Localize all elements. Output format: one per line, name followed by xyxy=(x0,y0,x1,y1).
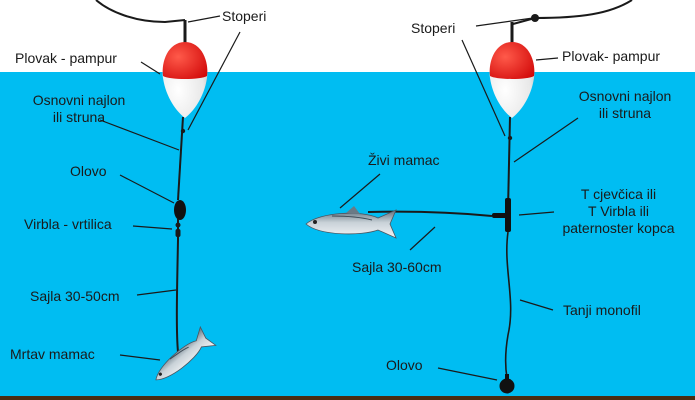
lake-bottom xyxy=(0,396,695,400)
right-monofilament xyxy=(504,231,512,379)
left-label-sajla: Sajla 30-50cm xyxy=(30,288,120,304)
right-main-line xyxy=(507,116,511,211)
right-label-olovo: Olovo xyxy=(386,357,423,373)
left-label-stoperi: Stoperi xyxy=(222,8,267,24)
right-label-cjevcica-line1: T cjevčica ili xyxy=(580,186,657,202)
right-stopper-top-icon xyxy=(531,14,539,22)
right-label-najlon: Osnovni najlon ili struna xyxy=(560,88,690,122)
left-swivel-icon xyxy=(175,219,181,240)
right-pointer-lines xyxy=(339,17,579,381)
left-float-bobber-icon xyxy=(162,42,208,118)
left-label-virbla: Virbla - vrtilica xyxy=(24,216,112,232)
right-label-stoperi: Stoperi xyxy=(411,20,456,36)
right-label-cjevcica-line2: T Virbla ili xyxy=(588,203,649,219)
left-sinker-icon xyxy=(174,200,186,220)
left-label-mamac: Mrtav mamac xyxy=(10,346,95,362)
left-main-line-above xyxy=(95,0,186,24)
right-label-najlon-line2: ili struna xyxy=(598,105,652,121)
right-label-monofil: Tanji monofil xyxy=(563,302,641,318)
left-stopper-icon xyxy=(180,128,186,134)
right-label-sajla: Sajla 30-60cm xyxy=(352,259,442,275)
right-label-plovak: Plovak- pampur xyxy=(562,48,661,64)
right-wire-leader xyxy=(367,210,493,217)
left-label-najlon: Osnovni najlon ili struna xyxy=(14,92,144,126)
left-label-olovo: Olovo xyxy=(70,163,107,179)
right-label-cjevcica-line3: paternoster kopca xyxy=(562,220,675,236)
right-t-swivel-icon xyxy=(492,198,511,232)
right-sinker-icon xyxy=(499,374,515,394)
right-label-cjevcica: T cjevčica ili T Virbla ili paternoster … xyxy=(546,186,691,237)
right-live-bait-fish-icon xyxy=(305,206,397,239)
right-main-line-above xyxy=(512,0,633,25)
right-float-bobber-icon xyxy=(489,42,535,118)
right-label-zivi-mamac: Živi mamac xyxy=(368,152,440,168)
left-wire-leader xyxy=(175,239,179,353)
left-label-plovak: Plovak - pampur xyxy=(15,50,117,66)
left-label-najlon-line1: Osnovni najlon xyxy=(32,92,126,108)
left-label-najlon-line2: ili struna xyxy=(52,109,106,125)
left-dead-bait-fish-icon xyxy=(155,325,217,381)
right-stopper-icon xyxy=(507,135,513,141)
left-pointer-lines xyxy=(99,15,241,361)
right-label-najlon-line1: Osnovni najlon xyxy=(578,88,672,104)
